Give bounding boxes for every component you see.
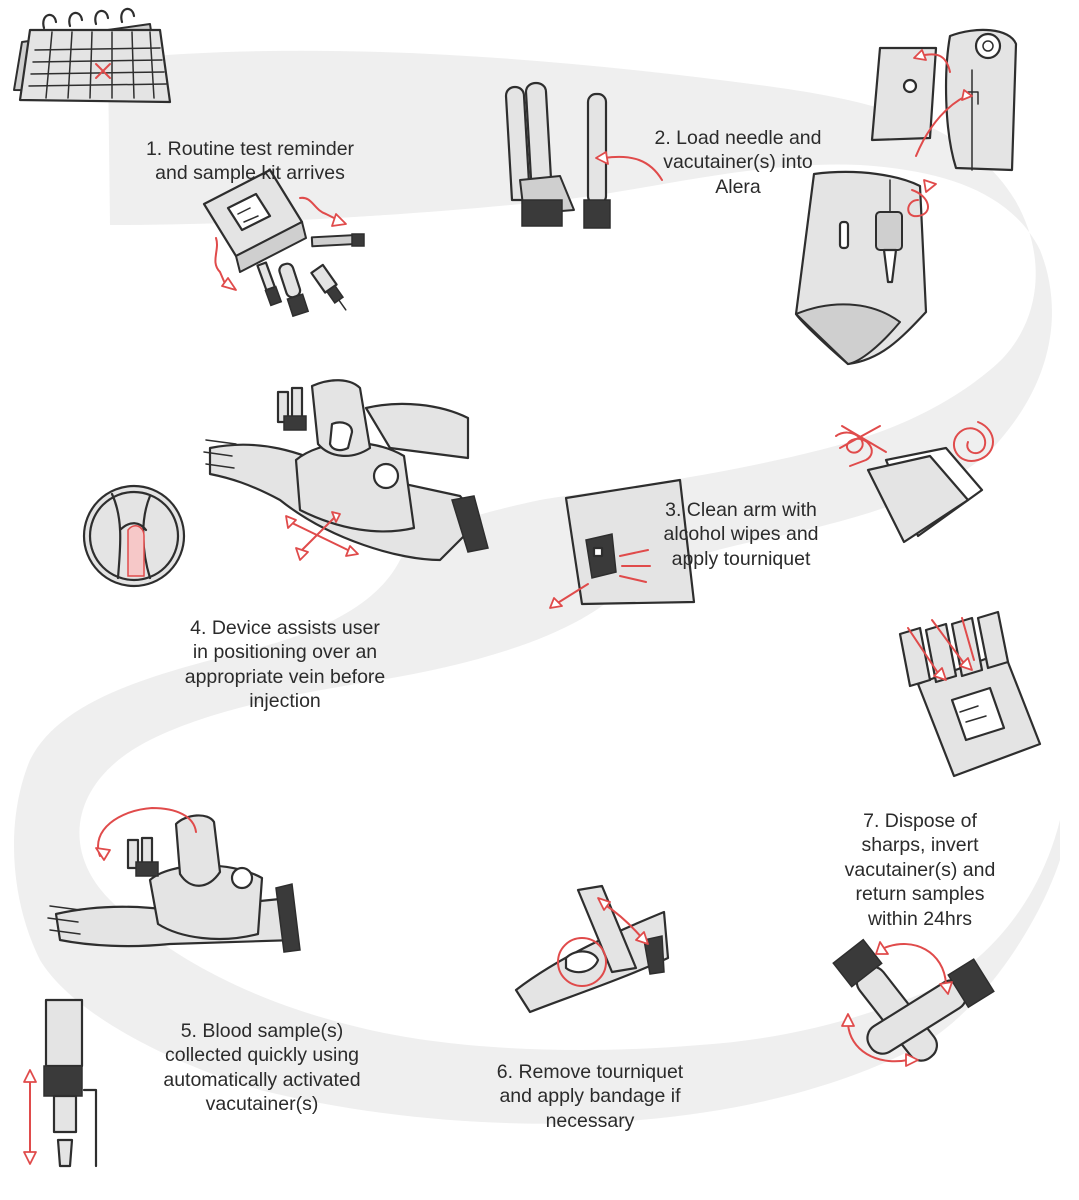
invert-vacutainers-icon [832,938,995,1067]
step-5-label: 5. Blood sample(s)collected quickly usin… [163,1019,361,1116]
path-band [13,50,1061,1124]
alcohol-wipes-icon [835,421,994,544]
calendar-icon [13,7,172,104]
bandage-icon [514,884,670,1014]
tourniquet-icon [549,478,696,609]
device-on-arm-icon [203,379,489,562]
vein-magnifier-icon [82,484,186,588]
alera-device-icon [794,28,1018,366]
sharps-disposal-box-icon [898,610,1042,778]
blood-collection-icon [47,807,301,953]
needle-vacutainer-icon [504,81,663,229]
sample-kit-icon [202,168,365,318]
vacutainer-activation-icon [23,998,98,1168]
